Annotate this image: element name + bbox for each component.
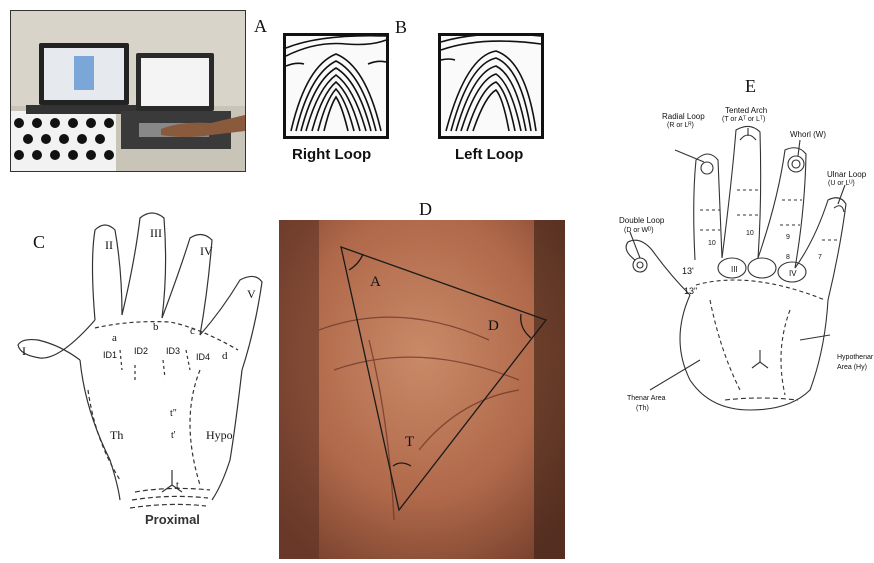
hypothenar-area-code: Area (Hy) bbox=[837, 364, 867, 371]
angle-a-label: A bbox=[370, 274, 381, 291]
pattern-code: (R or Lᴿ) bbox=[667, 122, 694, 129]
triradius-label: a bbox=[112, 332, 117, 344]
proximal-label: Proximal bbox=[145, 512, 200, 527]
ridge-label: IV bbox=[789, 269, 797, 278]
digit-label: III bbox=[150, 226, 162, 241]
pattern-code: (T or Aᵀ or Lᵀ) bbox=[722, 116, 765, 123]
axial-triradius-label: t bbox=[176, 480, 179, 491]
panel-e-letter: E bbox=[745, 76, 756, 97]
ridge-label: 7 bbox=[818, 254, 822, 261]
panel-d-letter: D bbox=[419, 199, 432, 220]
thenar-label: Th bbox=[110, 428, 123, 443]
right-loop-fingerprint bbox=[283, 33, 389, 139]
atd-angle-illustration bbox=[279, 220, 565, 559]
triradius-label: d bbox=[222, 350, 228, 362]
ridge-label: III bbox=[731, 265, 738, 274]
interdigital-label: ID3 bbox=[166, 346, 180, 356]
digit-label: V bbox=[247, 287, 256, 302]
right-loop-caption: Right Loop bbox=[292, 146, 371, 163]
angle-t-label: T bbox=[405, 434, 414, 451]
pattern-code: (U or Lᵁ) bbox=[828, 180, 855, 187]
thenar-area-code: (Th) bbox=[636, 405, 649, 412]
hypothenar-label: Hypo bbox=[206, 428, 233, 443]
palm-photo bbox=[279, 220, 565, 559]
pattern-label: Tented Arch bbox=[725, 106, 767, 115]
pattern-code: (D or Wᴰ) bbox=[624, 227, 654, 234]
panel-a-photo bbox=[10, 10, 246, 172]
axial-triradius-label: t" bbox=[170, 408, 177, 419]
palm-diagram-c bbox=[0, 200, 270, 530]
angle-d-label: D bbox=[488, 318, 499, 335]
pattern-label: Ulnar Loop bbox=[827, 170, 866, 179]
digit-label: I bbox=[22, 344, 26, 359]
ridge-label: 10 bbox=[746, 230, 754, 237]
interdigital-label: ID4 bbox=[196, 352, 210, 362]
scanning-setup-illustration bbox=[11, 11, 245, 171]
ridge-label: 13' bbox=[682, 266, 694, 276]
panel-b-letter: B bbox=[395, 17, 407, 38]
triradius-label: c bbox=[190, 325, 195, 337]
left-loop-caption: Left Loop bbox=[455, 146, 523, 163]
interdigital-label: ID1 bbox=[103, 350, 117, 360]
fingerprint-image bbox=[441, 36, 541, 136]
left-loop-fingerprint bbox=[438, 33, 544, 139]
axial-triradius-label: t' bbox=[171, 430, 176, 441]
ridge-label: 9 bbox=[786, 234, 790, 241]
digit-label: IV bbox=[200, 244, 213, 259]
fingerprint-image bbox=[286, 36, 386, 136]
interdigital-label: ID2 bbox=[134, 346, 148, 356]
ridge-label: 8 bbox=[786, 254, 790, 261]
thenar-area-label: Thenar Area bbox=[627, 395, 666, 402]
triradius-label: b bbox=[153, 321, 159, 333]
hypothenar-area-label: Hypothenar bbox=[837, 354, 873, 361]
ridge-label: 10 bbox=[708, 240, 716, 247]
pattern-label: Double Loop bbox=[619, 216, 664, 225]
pattern-label: Whorl (W) bbox=[790, 130, 826, 139]
ridge-label: 13" bbox=[684, 286, 697, 296]
pattern-label: Radial Loop bbox=[662, 112, 705, 121]
panel-a-letter: A bbox=[254, 16, 267, 37]
digit-label: II bbox=[105, 238, 113, 253]
